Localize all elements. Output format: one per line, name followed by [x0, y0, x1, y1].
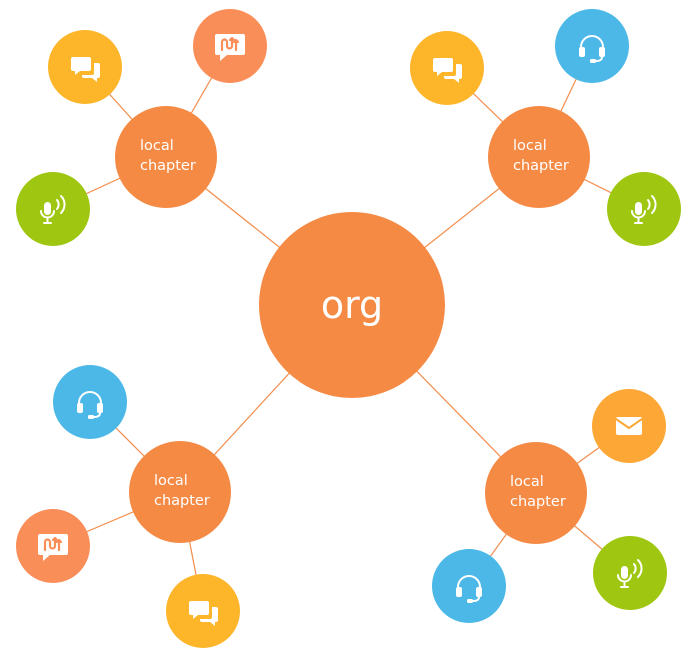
org-label: org [321, 283, 383, 327]
channel-node-voice [607, 172, 681, 246]
channel-node-chat [48, 30, 122, 104]
channel-node-support [555, 9, 629, 83]
chapter-node: local chapter [115, 106, 217, 208]
channel-circle [607, 172, 681, 246]
chapter-node: local chapter [485, 442, 587, 544]
chapter-label-line1: local [140, 138, 174, 154]
channel-node-mail [592, 389, 666, 463]
headset-icon [456, 575, 482, 603]
microphone-signal-icon [617, 559, 643, 588]
channel-node-support [53, 365, 127, 439]
envelope-icon [615, 417, 643, 435]
channel-node-chat [410, 31, 484, 105]
org-circle [259, 212, 445, 398]
channel-node-voice [16, 172, 90, 246]
chapter-circle [115, 106, 217, 208]
chapter-circle [488, 106, 590, 208]
channel-circle [432, 549, 506, 623]
chapter-node: local chapter [129, 441, 231, 543]
channel-nodes [16, 9, 681, 648]
chapter-node: local chapter [488, 106, 590, 208]
channel-circle [593, 536, 667, 610]
chapter-label-line1: local [154, 473, 188, 489]
headset-icon [77, 391, 103, 419]
chat-bubbles-icon [189, 601, 218, 626]
chapter-nodes: localchapterlocalchapterlocalchapterloca… [115, 106, 590, 544]
report-message-icon [38, 534, 68, 561]
headset-icon [579, 35, 605, 63]
chapter-circle [485, 442, 587, 544]
channel-node-report [193, 9, 267, 83]
channel-circle [53, 365, 127, 439]
chapter-label-line2: chapter [510, 494, 566, 510]
channel-node-support [432, 549, 506, 623]
report-message-icon [215, 34, 245, 61]
channel-circle [16, 172, 90, 246]
microphone-signal-icon [40, 195, 66, 224]
chapter-circle [129, 441, 231, 543]
microphone-signal-icon [631, 195, 657, 224]
chapter-label-line2: chapter [140, 158, 196, 174]
chat-bubbles-icon [71, 57, 100, 82]
chapter-label-line1: local [510, 474, 544, 490]
channel-node-chat [166, 574, 240, 648]
chapter-label-line2: chapter [513, 158, 569, 174]
channel-node-voice [593, 536, 667, 610]
channel-node-report [16, 509, 90, 583]
chapter-label-line2: chapter [154, 493, 210, 509]
channel-circle [555, 9, 629, 83]
chat-bubbles-icon [433, 58, 462, 83]
org-node: org [259, 212, 445, 398]
chapter-label-line1: local [513, 138, 547, 154]
